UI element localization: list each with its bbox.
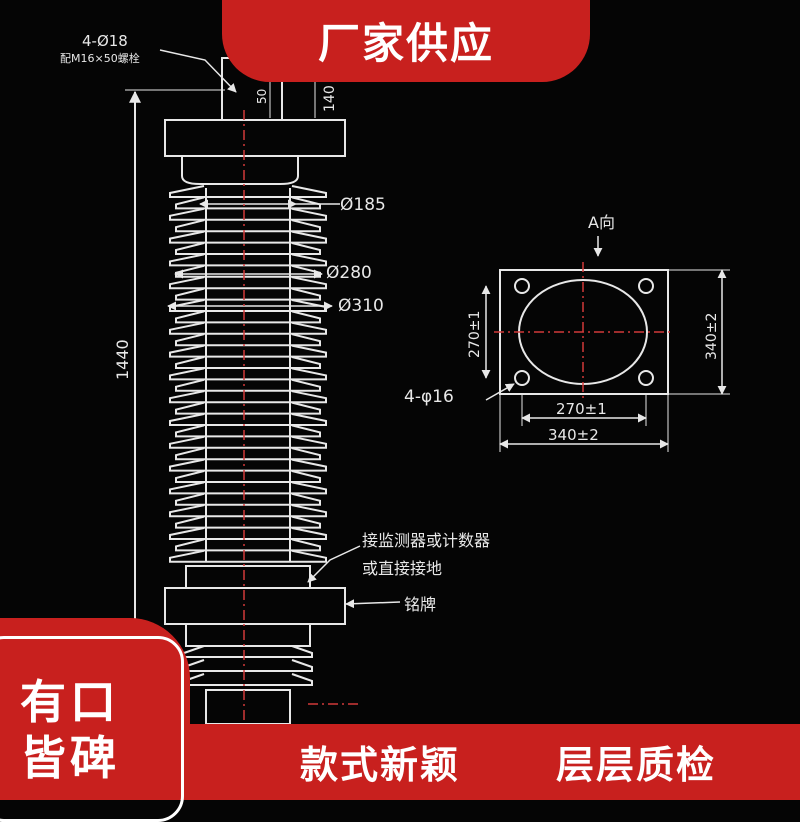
insulator-shed — [169, 549, 327, 563]
plate-hole-bl — [514, 370, 530, 386]
badge: 有口 皆碑 — [0, 618, 190, 822]
note-nameplate: 铭牌 — [404, 595, 436, 614]
plate-hole-br — [638, 370, 654, 386]
hole-spec: 4-φ16 — [404, 387, 454, 407]
plate-hole-tr — [638, 278, 654, 294]
insulator-shed — [175, 470, 321, 483]
dim-270-horizontal: 270±1 — [556, 400, 607, 418]
insulator-shed — [175, 310, 321, 324]
insulator-shed — [175, 242, 321, 255]
insulator-shed — [169, 207, 327, 221]
bottom-sheds — [183, 645, 313, 686]
dim-340-horizontal: 340±2 — [548, 426, 599, 444]
bottom-flange — [164, 587, 346, 625]
insulator-shed — [169, 321, 327, 335]
insulator-shed — [175, 287, 321, 301]
bottom-shed — [183, 659, 313, 672]
plate-hole-tl — [514, 278, 530, 294]
insulator-shed — [169, 276, 327, 290]
insulator-shed — [175, 333, 321, 347]
dim-d185: Ø185 — [340, 195, 386, 215]
dim-340-vertical: 340±2 — [704, 313, 720, 360]
insulator-shed — [169, 185, 327, 198]
insulator-shed — [175, 356, 321, 369]
bottom-left-slogan: 款式新颖 — [300, 743, 461, 787]
insulator-shed — [169, 504, 327, 518]
insulator-shed — [175, 378, 321, 392]
monitor-leader — [307, 545, 361, 583]
dim-270-vertical: 270±1 — [467, 311, 483, 358]
insulator-shed — [175, 492, 321, 506]
arrester-drawing: 4-Ø18 配M16×50螺栓 50 140 Ø185 Ø280 Ø310 14… — [60, 32, 730, 730]
bottom-shed — [183, 645, 313, 658]
insulator-shed — [169, 390, 327, 404]
insulator-shed — [175, 264, 321, 278]
bolt-leader — [159, 49, 237, 93]
dim-height: 1440 — [113, 339, 132, 380]
view-label: A向 — [588, 213, 615, 232]
bottom-lower-ring — [185, 623, 311, 647]
insulator-shed — [169, 527, 327, 540]
insulator-shed — [169, 344, 327, 358]
insulator-shed — [169, 435, 327, 449]
insulator-shed — [169, 367, 327, 381]
top-banner: 厂家供应 — [222, 0, 590, 82]
dim-top-1: 50 — [255, 89, 269, 104]
insulator-shed — [169, 413, 327, 426]
bolt-spec-1: 4-Ø18 — [82, 32, 128, 50]
dim-d280: Ø280 — [326, 263, 372, 283]
insulator-shed — [175, 447, 321, 461]
dim-d310: Ø310 — [338, 296, 384, 316]
insulator-sheds — [169, 185, 327, 563]
bottom-right-slogan: 层层质检 — [556, 743, 717, 787]
insulator-shed — [175, 196, 321, 210]
top-flange — [164, 119, 346, 157]
bottom-shed — [183, 673, 313, 686]
bottom-base — [205, 689, 291, 725]
insulator-shed — [169, 253, 327, 267]
badge-line-2: 皆碑 — [20, 731, 120, 785]
top-neck — [181, 156, 299, 185]
note-ground: 或直接接地 — [362, 559, 442, 578]
insulator-shed — [175, 538, 321, 552]
top-banner-text: 厂家供应 — [317, 19, 494, 68]
insulator-shed — [175, 515, 321, 529]
note-monitor: 接监测器或计数器 — [362, 531, 490, 550]
nameplate-leader — [345, 599, 401, 609]
bottom-upper-ring — [185, 565, 311, 589]
insulator-shed — [169, 481, 327, 495]
hole-leader — [485, 383, 515, 401]
dim-top-2: 140 — [322, 85, 338, 112]
insulator-shed — [175, 219, 321, 233]
bolt-spec-2: 配M16×50螺栓 — [60, 51, 140, 65]
insulator-shed — [175, 424, 321, 438]
insulator-shed — [175, 401, 321, 415]
insulator-shed — [169, 458, 327, 472]
insulator-shed — [169, 230, 327, 244]
badge-line-1: 有口 — [20, 675, 120, 729]
